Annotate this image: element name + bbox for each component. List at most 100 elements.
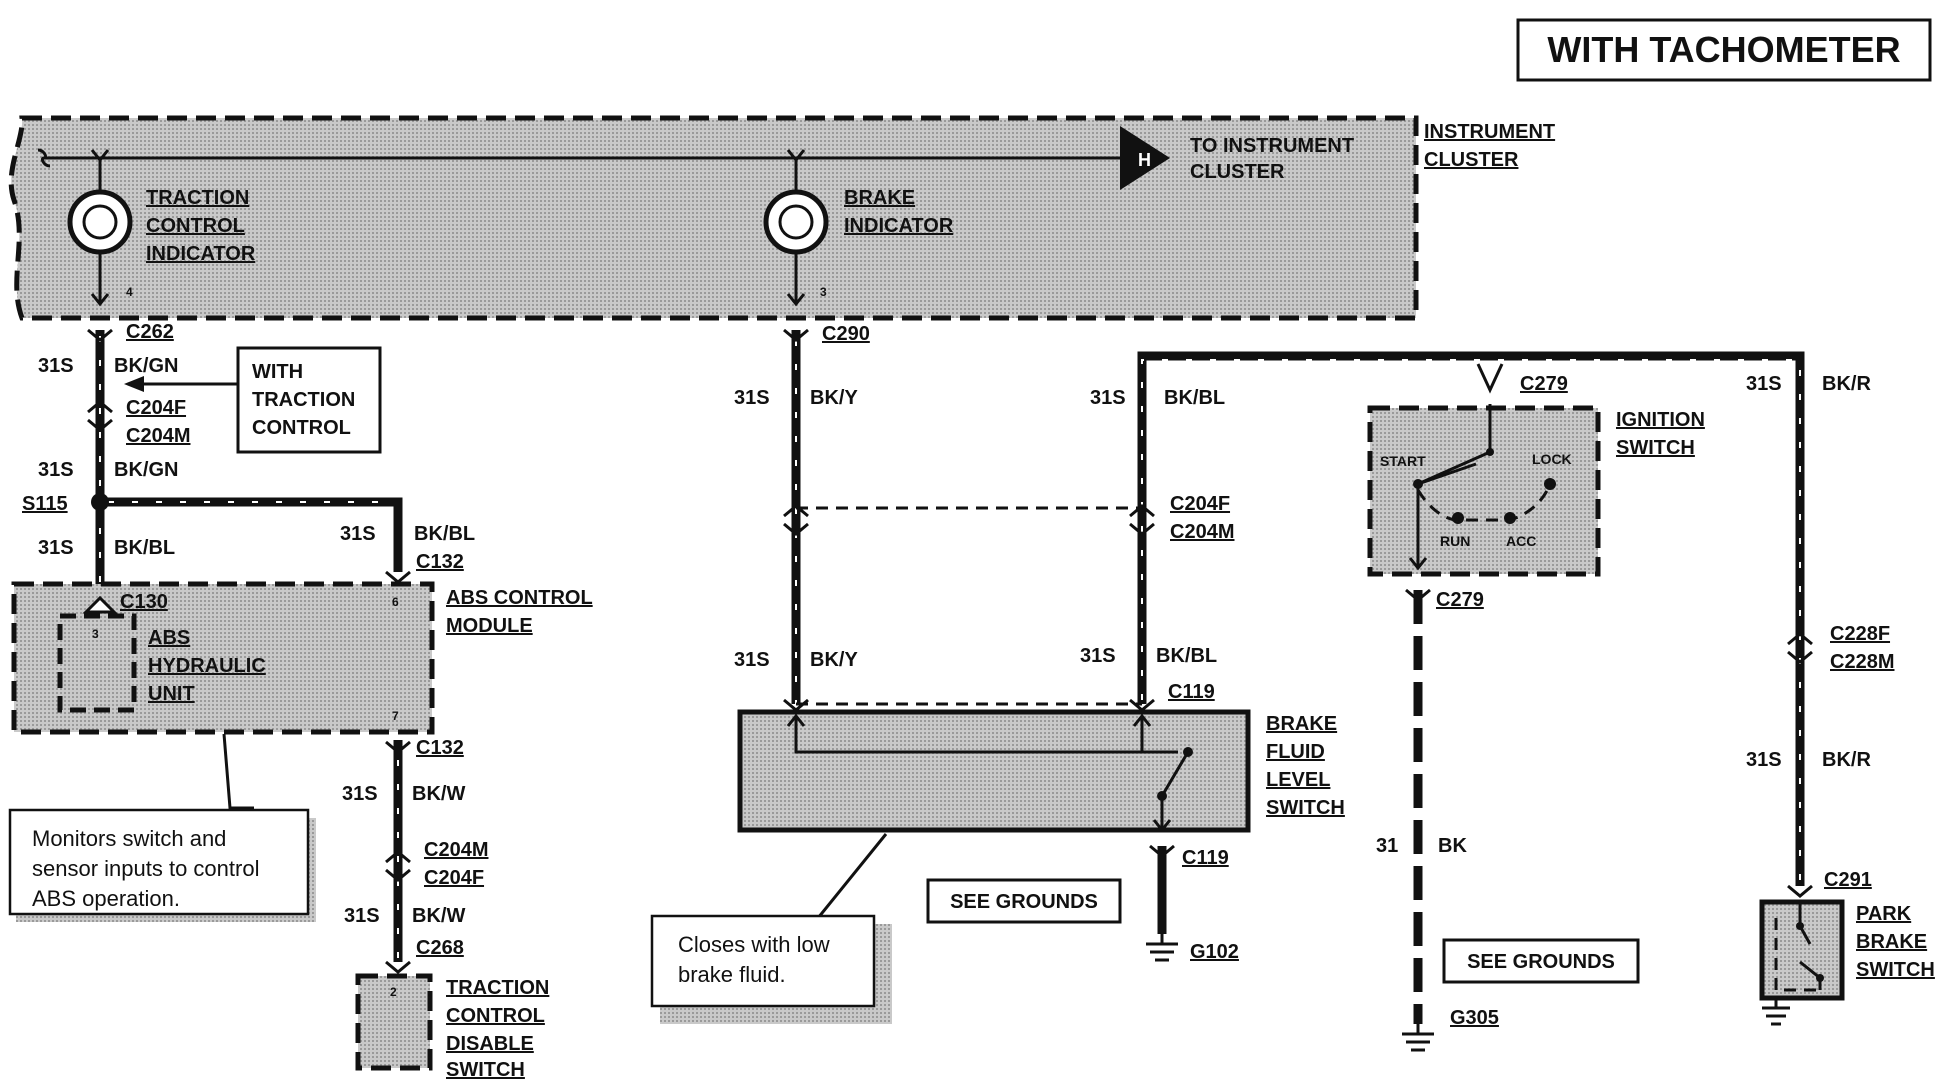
brake-fluid-label-4: SWITCH	[1266, 797, 1345, 819]
title-box: WITH TACHOMETER	[1516, 18, 1932, 82]
fluid-connector-c204f: C204F	[1170, 493, 1230, 515]
connector-c279-bottom: C279	[1436, 589, 1484, 611]
brake-wire-b-color: BK/Y	[810, 649, 858, 671]
with-traction-label-3: CONTROL	[252, 417, 351, 439]
abs-note-line-3: ABS operation.	[32, 886, 180, 911]
park-brake-switch-box	[1759, 899, 1845, 1001]
traction-indicator-label-1: TRACTION	[146, 187, 249, 209]
connector-c204f: C204F	[126, 397, 186, 419]
park-brake-label-2: BRAKE	[1856, 931, 1927, 953]
instrument-cluster-label-1: INSTRUMENT	[1424, 121, 1555, 143]
with-traction-label-2: TRACTION	[252, 389, 355, 411]
wire-c-color: BK/BL	[114, 537, 175, 559]
wire-b-color: BK/GN	[114, 459, 178, 481]
fluid-wire-d-circuit: 31S	[1080, 645, 1116, 667]
with-traction-label-1: WITH	[252, 361, 303, 383]
tcs-switch-label-2: CONTROL	[446, 1005, 545, 1027]
abs-pin-7: 7	[392, 709, 399, 723]
middle-circuit: C290 31S BK/Y 31S BK/Y 31S BK/BL C204F C…	[650, 323, 1494, 1024]
brake-note-line-2: brake fluid.	[678, 962, 786, 987]
connector-c262: C262	[126, 321, 174, 343]
see-grounds-right-button[interactable]: SEE GROUNDS	[1467, 951, 1615, 973]
brake-fluid-label-1: BRAKE	[1266, 713, 1337, 735]
park-wire-a-circuit: 31S	[1746, 373, 1782, 395]
tcs-switch-label-4: SWITCH	[446, 1059, 525, 1081]
abs-note-line-2: sensor inputs to control	[32, 856, 259, 881]
wire-d-color: BK/BL	[414, 523, 475, 545]
ignition-switch-box	[1367, 405, 1601, 577]
fluid-wire-d-color: BK/BL	[1156, 645, 1217, 667]
park-wire-a-color: BK/R	[1822, 373, 1871, 395]
wire-e-circuit: 31S	[342, 783, 378, 805]
instrument-cluster-zone: H TO INSTRUMENT CLUSTER INSTRUMENT CLUST…	[8, 115, 1555, 321]
wire-f-circuit: 31S	[344, 905, 380, 927]
park-wire-b-circuit: 31S	[1746, 749, 1782, 771]
diagram-title: WITH TACHOMETER	[1547, 29, 1900, 70]
ground-wire-circuit: 31	[1376, 835, 1398, 857]
abs-module-label-1: ABS CONTROL	[446, 587, 593, 609]
brake-fluid-label-2: FLUID	[1266, 741, 1325, 763]
wire-a-circuit: 31S	[38, 355, 74, 377]
connector-h: H	[1138, 150, 1151, 170]
brake-indicator-label-2: INDICATOR	[844, 215, 954, 237]
ground-g102-icon	[1146, 934, 1178, 962]
to-cluster-label-2: CLUSTER	[1190, 161, 1285, 183]
connector-c291: C291	[1824, 869, 1872, 891]
ground-g305-label: G305	[1450, 1007, 1499, 1029]
connector-c119-bottom: C119	[1182, 847, 1229, 869]
right-circuit: C279 31S BK/R START LOCK RUN ACC IGNITIO…	[1367, 351, 1935, 1052]
connector-c290: C290	[822, 323, 870, 345]
brake-wire-b-circuit: 31S	[734, 649, 770, 671]
connector-c204m-lower: C204M	[424, 839, 488, 861]
splice-s115: S115	[22, 493, 68, 515]
abs-hydraulic-label-3: UNIT	[148, 683, 195, 705]
traction-control-disable-switch-box	[355, 973, 433, 1071]
brake-indicator-label-1: BRAKE	[844, 187, 915, 209]
traction-control-indicator-bulb-icon	[67, 149, 133, 307]
tcs-switch-label-3: DISABLE	[446, 1033, 534, 1055]
ignition-lock-label: LOCK	[1532, 451, 1572, 467]
instrument-cluster-label-2: CLUSTER	[1424, 149, 1519, 171]
abs-note-line-1: Monitors switch and	[32, 826, 226, 851]
brake-indicator-pin: 3	[820, 285, 827, 299]
tcs-pin: 2	[390, 985, 397, 999]
brake-indicator-bulb-icon	[763, 149, 829, 307]
abs-hydraulic-label-1: ABS	[148, 627, 190, 649]
abs-pin-3: 3	[92, 627, 99, 641]
ignition-acc-label: ACC	[1506, 533, 1536, 549]
park-wire-b-color: BK/R	[1822, 749, 1871, 771]
ignition-label-2: SWITCH	[1616, 437, 1695, 459]
abs-hydraulic-label-2: HYDRAULIC	[148, 655, 266, 677]
fluid-wire-c-color: BK/BL	[1164, 387, 1225, 409]
connector-c132-bottom: C132	[416, 737, 464, 759]
connector-c130: C130	[120, 591, 168, 613]
wire-c-circuit: 31S	[38, 537, 74, 559]
ignition-start-label: START	[1380, 453, 1426, 469]
brake-wire-a-color: BK/Y	[810, 387, 858, 409]
ignition-run-label: RUN	[1440, 533, 1470, 549]
wire-d-circuit: 31S	[340, 523, 376, 545]
connector-c279-top: C279	[1520, 373, 1568, 395]
ignition-label-1: IGNITION	[1616, 409, 1705, 431]
brake-wire-a-circuit: 31S	[734, 387, 770, 409]
abs-pin-6: 6	[392, 595, 399, 609]
connector-c228f: C228F	[1830, 623, 1890, 645]
see-grounds-middle-button[interactable]: SEE GROUNDS	[950, 891, 1098, 913]
park-brake-label-3: SWITCH	[1856, 959, 1935, 981]
fluid-connector-c204m: C204M	[1170, 521, 1234, 543]
fluid-wire-c-circuit: 31S	[1090, 387, 1126, 409]
brake-fluid-label-3: LEVEL	[1266, 769, 1330, 791]
ground-g102-label: G102	[1190, 941, 1239, 963]
connector-c268: C268	[416, 937, 464, 959]
connector-c204f-lower: C204F	[424, 867, 484, 889]
traction-indicator-label-2: CONTROL	[146, 215, 245, 237]
park-brake-label-1: PARK	[1856, 903, 1912, 925]
wire-e-color: BK/W	[412, 783, 465, 805]
wire-f-color: BK/W	[412, 905, 465, 927]
ground-g305-icon	[1402, 1024, 1434, 1052]
traction-indicator-label-3: INDICATOR	[146, 243, 256, 265]
park-brake-ground-icon	[1762, 998, 1790, 1026]
connector-c228m: C228M	[1830, 651, 1894, 673]
abs-module-label-2: MODULE	[446, 615, 533, 637]
